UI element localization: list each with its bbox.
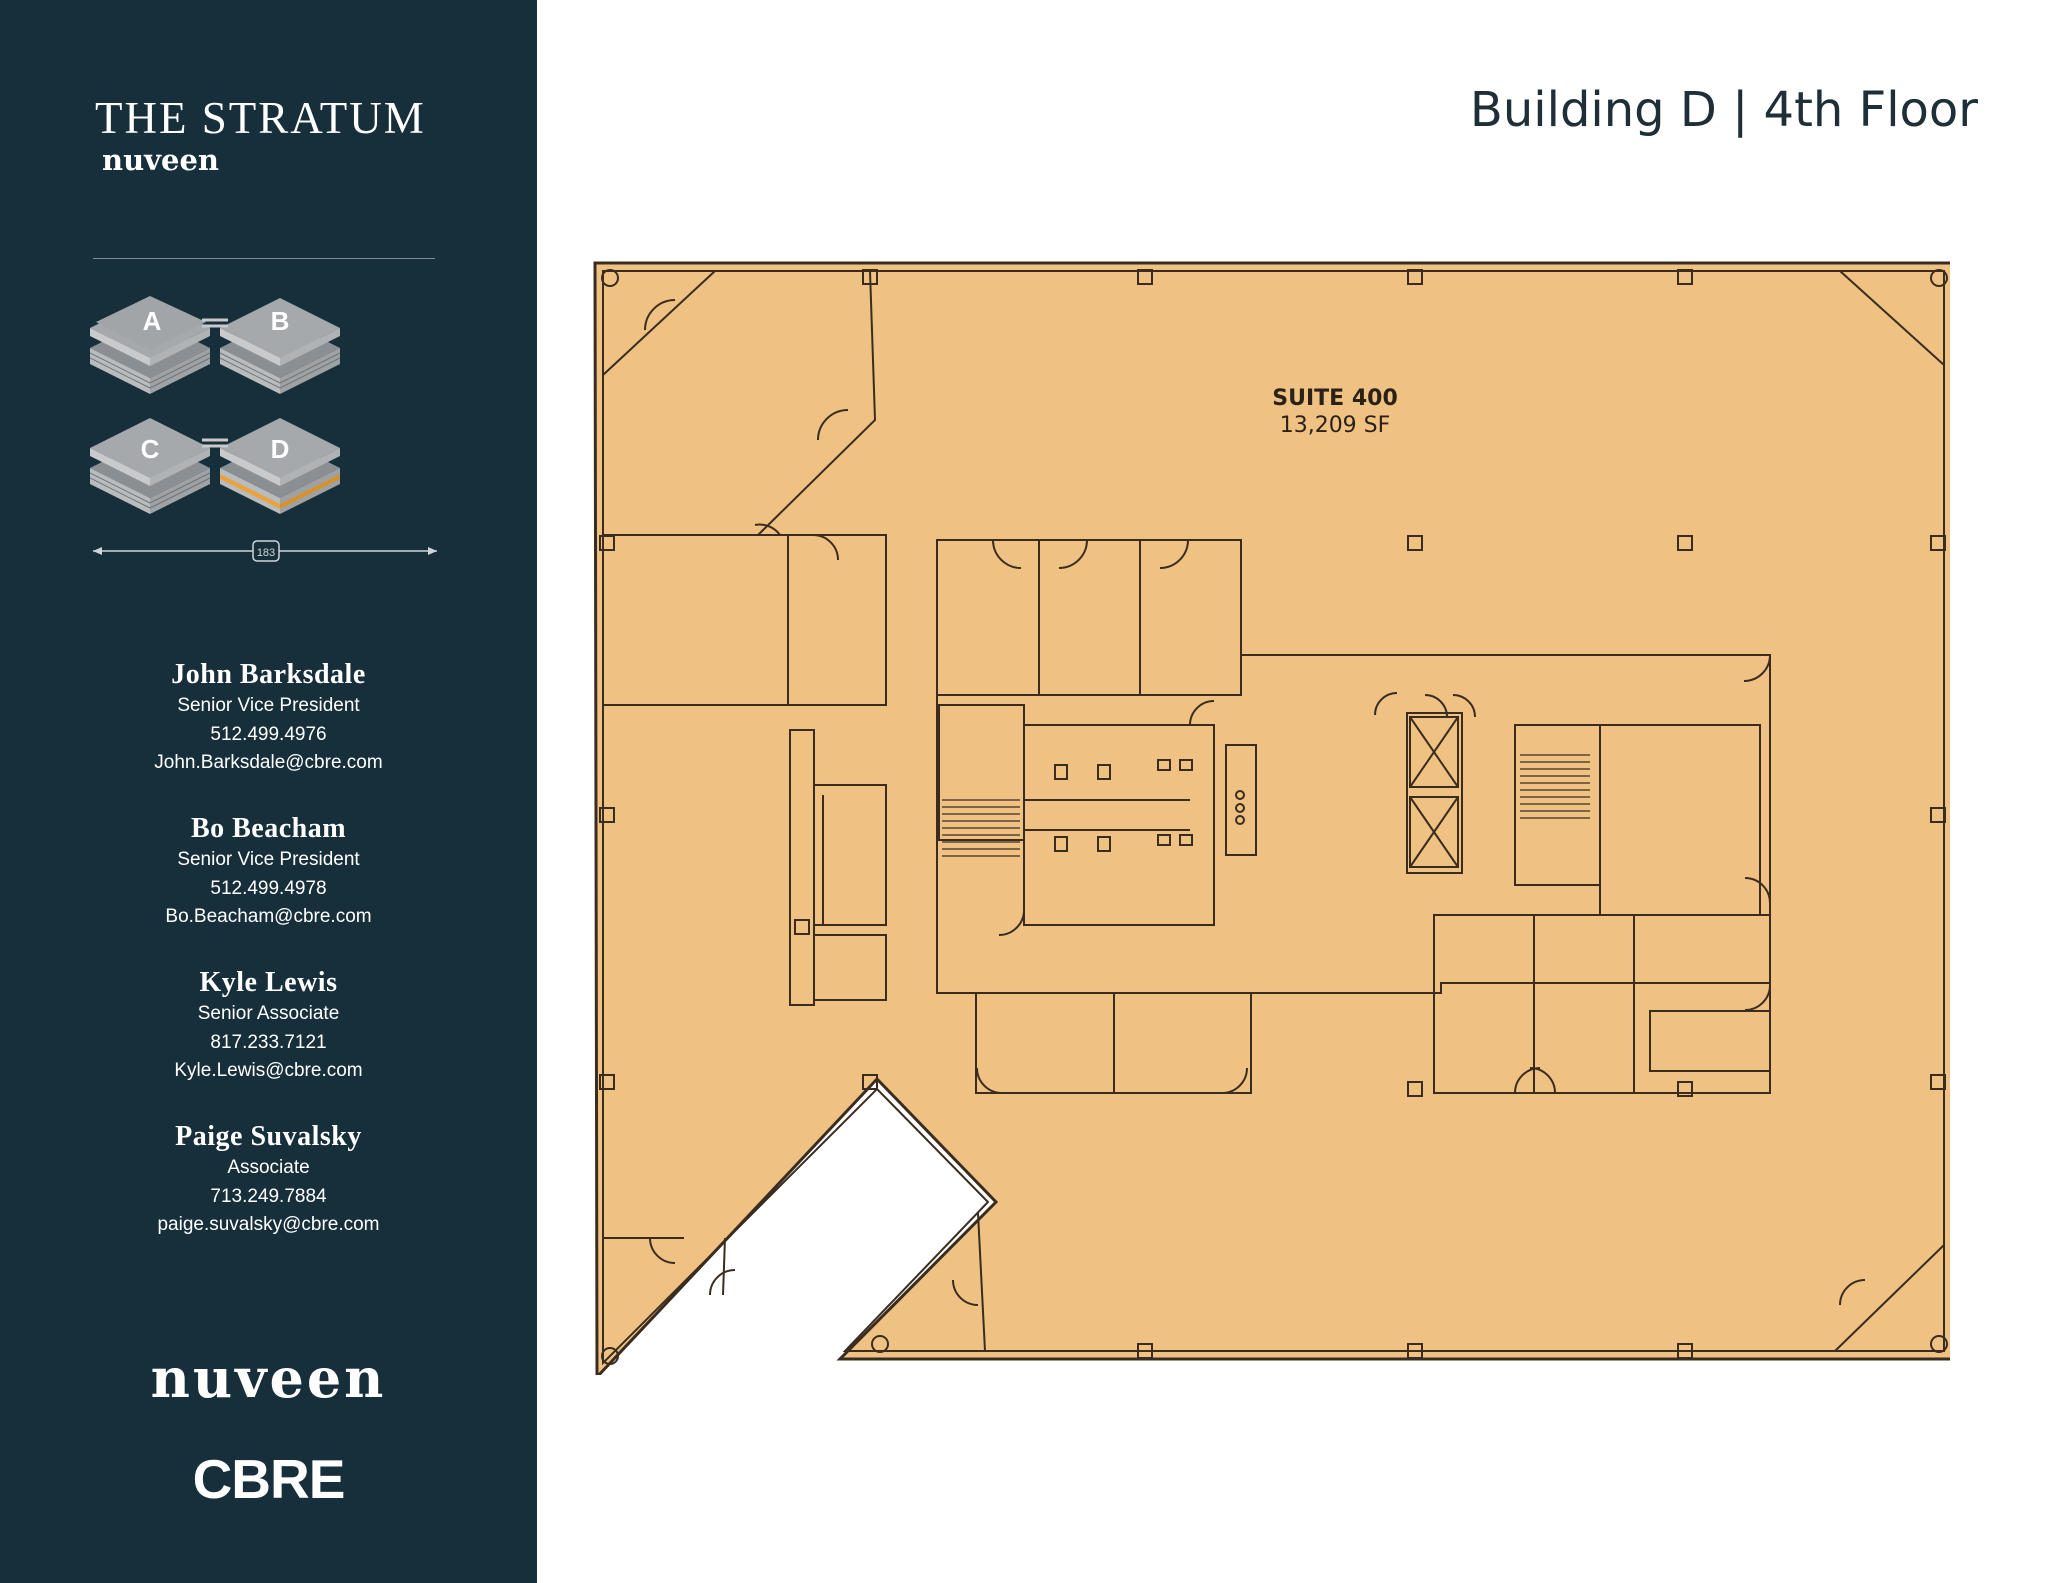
building-key-plan: A B C	[90, 296, 437, 562]
nuveen-logo: nuveen	[150, 1346, 387, 1410]
floor-inner-edge	[602, 270, 1945, 1366]
core	[936, 654, 1771, 994]
building-a-block: A	[90, 296, 211, 394]
building-a-label: A	[143, 306, 162, 336]
contact-title: Senior Associate	[197, 1003, 340, 1024]
south-offices	[975, 877, 1771, 1094]
building-d-block: D	[220, 418, 340, 514]
contact-card: Paige Suvalsky Associate 713.249.7884 pa…	[0, 1120, 537, 1240]
contact-card: John Barksdale Senior Vice President 512…	[0, 658, 537, 778]
page-title: Building D | 4th Floor	[1469, 82, 1978, 138]
building-d-label: D	[271, 434, 290, 464]
cbre-logo: CBRE	[192, 1448, 346, 1510]
corner-cuts	[601, 269, 1948, 1365]
building-b-label: B	[271, 306, 290, 336]
floor-plan: SUITE 400 13,209 SF	[593, 261, 1950, 1375]
brand-subtitle: nuveen	[102, 143, 220, 177]
contact-email[interactable]: paige.suvalsky@cbre.com	[157, 1214, 380, 1235]
building-c-block: C	[90, 418, 211, 514]
building-b-block: B	[219, 298, 341, 394]
highway-marker: 183	[257, 547, 275, 559]
highway-183-line: 183	[93, 540, 437, 562]
core-offices-top	[936, 539, 1242, 696]
brand-title: THE STRATUM	[95, 93, 426, 143]
suite-area: 13,209 SF	[1280, 413, 1391, 438]
contact-title: Associate	[227, 1157, 310, 1178]
contact-name: John Barksdale	[171, 659, 366, 690]
floor-outline	[593, 261, 1950, 1375]
contact-email[interactable]: Kyle.Lewis@cbre.com	[174, 1060, 363, 1081]
brand-divider	[93, 258, 435, 259]
contact-phone: 713.249.7884	[210, 1185, 327, 1207]
contact-card: Bo Beacham Senior Vice President 512.499…	[0, 812, 537, 932]
contact-card: Kyle Lewis Senior Associate 817.233.7121…	[0, 966, 537, 1086]
contact-name: Paige Suvalsky	[175, 1121, 362, 1152]
building-c-label: C	[141, 434, 160, 464]
southwest-and-southeast-rooms	[603, 1212, 1866, 1352]
contact-title: Senior Vice President	[177, 849, 360, 870]
contact-phone: 817.233.7121	[210, 1031, 327, 1053]
contact-name: Kyle Lewis	[199, 967, 338, 998]
contact-email[interactable]: John.Barksdale@cbre.com	[154, 752, 383, 773]
contact-phone: 512.499.4978	[210, 877, 327, 899]
contact-email[interactable]: Bo.Beacham@cbre.com	[165, 906, 372, 927]
contact-phone: 512.499.4976	[210, 723, 327, 745]
suite-label: SUITE 400	[1272, 386, 1398, 411]
contact-title: Senior Vice President	[177, 695, 360, 716]
kitchenette	[789, 729, 887, 1006]
contact-name: Bo Beacham	[190, 813, 347, 844]
walkway-connectors	[202, 318, 228, 448]
northwest-offices	[602, 270, 887, 706]
sidebar: THE STRATUM nuveen A B	[0, 0, 537, 1583]
